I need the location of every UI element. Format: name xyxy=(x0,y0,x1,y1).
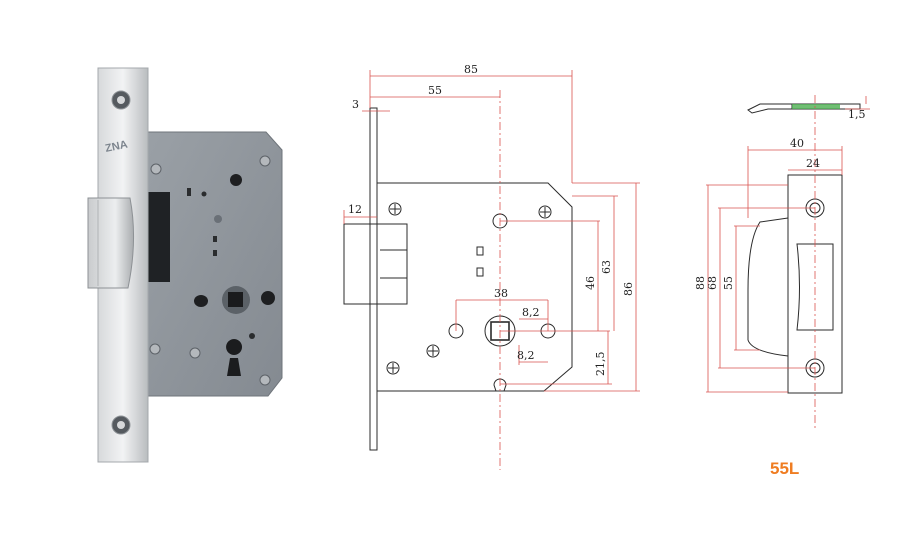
dim-plate-width: 40 xyxy=(790,137,804,150)
drawing-body xyxy=(377,182,573,392)
dim-screw-spacing: 68 xyxy=(706,276,719,290)
strike-lip xyxy=(747,217,789,357)
screw-icon xyxy=(426,344,440,358)
front-dimension-labels: 85 55 3 12 38 8,2 8,2 46 63 86 21,5 xyxy=(348,63,635,376)
screw-icon xyxy=(150,163,162,175)
lock-photo: ZNA xyxy=(87,67,283,463)
drawing-keyhole xyxy=(493,378,507,392)
screw-icon xyxy=(388,202,402,216)
strike-dimension-labels: 1,5 40 24 88 68 55 xyxy=(694,108,866,290)
dim-cylinder-height: 21,5 xyxy=(594,352,607,377)
latch-bolt xyxy=(87,197,135,289)
body-slot xyxy=(187,188,191,196)
dim-backset: 55 xyxy=(428,84,442,97)
screw-icon xyxy=(538,205,552,219)
follower-square xyxy=(228,292,243,307)
screw-icon xyxy=(259,374,271,386)
dim-opening-width: 24 xyxy=(806,157,820,170)
front-dimension-lines xyxy=(343,70,640,470)
body-slot xyxy=(213,250,217,256)
strike-plate-profile xyxy=(747,103,793,114)
dim-body-height: 86 xyxy=(622,282,635,296)
body-rivet xyxy=(214,215,222,223)
body-hole xyxy=(261,291,275,305)
keyhole xyxy=(226,339,243,376)
body-hole xyxy=(194,295,208,307)
dim-upper-screw-height: 63 xyxy=(600,260,613,274)
drawing-latch-inner xyxy=(376,223,408,305)
body-hole xyxy=(249,333,255,339)
brand-mark: ZNA xyxy=(104,138,129,154)
strike-plate-drawing xyxy=(747,103,861,394)
dim-screw-offset-lower: 8,2 xyxy=(517,349,535,362)
dim-lip-thickness: 1,5 xyxy=(848,108,866,121)
dim-opening-height: 55 xyxy=(722,276,735,290)
screw-icon xyxy=(259,155,271,167)
body-slot xyxy=(213,236,217,242)
strike-plate-profile-accent xyxy=(792,104,840,109)
screw-icon xyxy=(149,343,161,355)
drawing-slot xyxy=(476,267,484,277)
drawing-latch xyxy=(343,223,378,305)
drawing-slot xyxy=(476,246,484,256)
dim-faceplate-thickness: 3 xyxy=(352,98,359,111)
screw-icon xyxy=(189,347,201,359)
faceplate-screw-hole xyxy=(117,96,125,104)
front-view-drawing xyxy=(343,107,573,451)
dim-follower-to-cylinder: 38 xyxy=(494,287,508,300)
screw-icon xyxy=(386,361,400,375)
model-label: 55L xyxy=(770,459,799,478)
strike-dimension-lines xyxy=(706,95,870,430)
body-hole xyxy=(230,174,242,186)
drawing-faceplate xyxy=(369,107,378,451)
faceplate-screw-hole xyxy=(117,421,125,429)
dim-screw-offset-upper: 8,2 xyxy=(522,306,540,319)
dim-latch-projection: 12 xyxy=(348,203,362,216)
dim-follower-height: 46 xyxy=(584,276,597,290)
body-hole xyxy=(201,191,207,197)
dim-overall-width: 85 xyxy=(464,63,478,76)
dim-total-height: 88 xyxy=(694,276,707,290)
latch-slot xyxy=(148,192,170,282)
